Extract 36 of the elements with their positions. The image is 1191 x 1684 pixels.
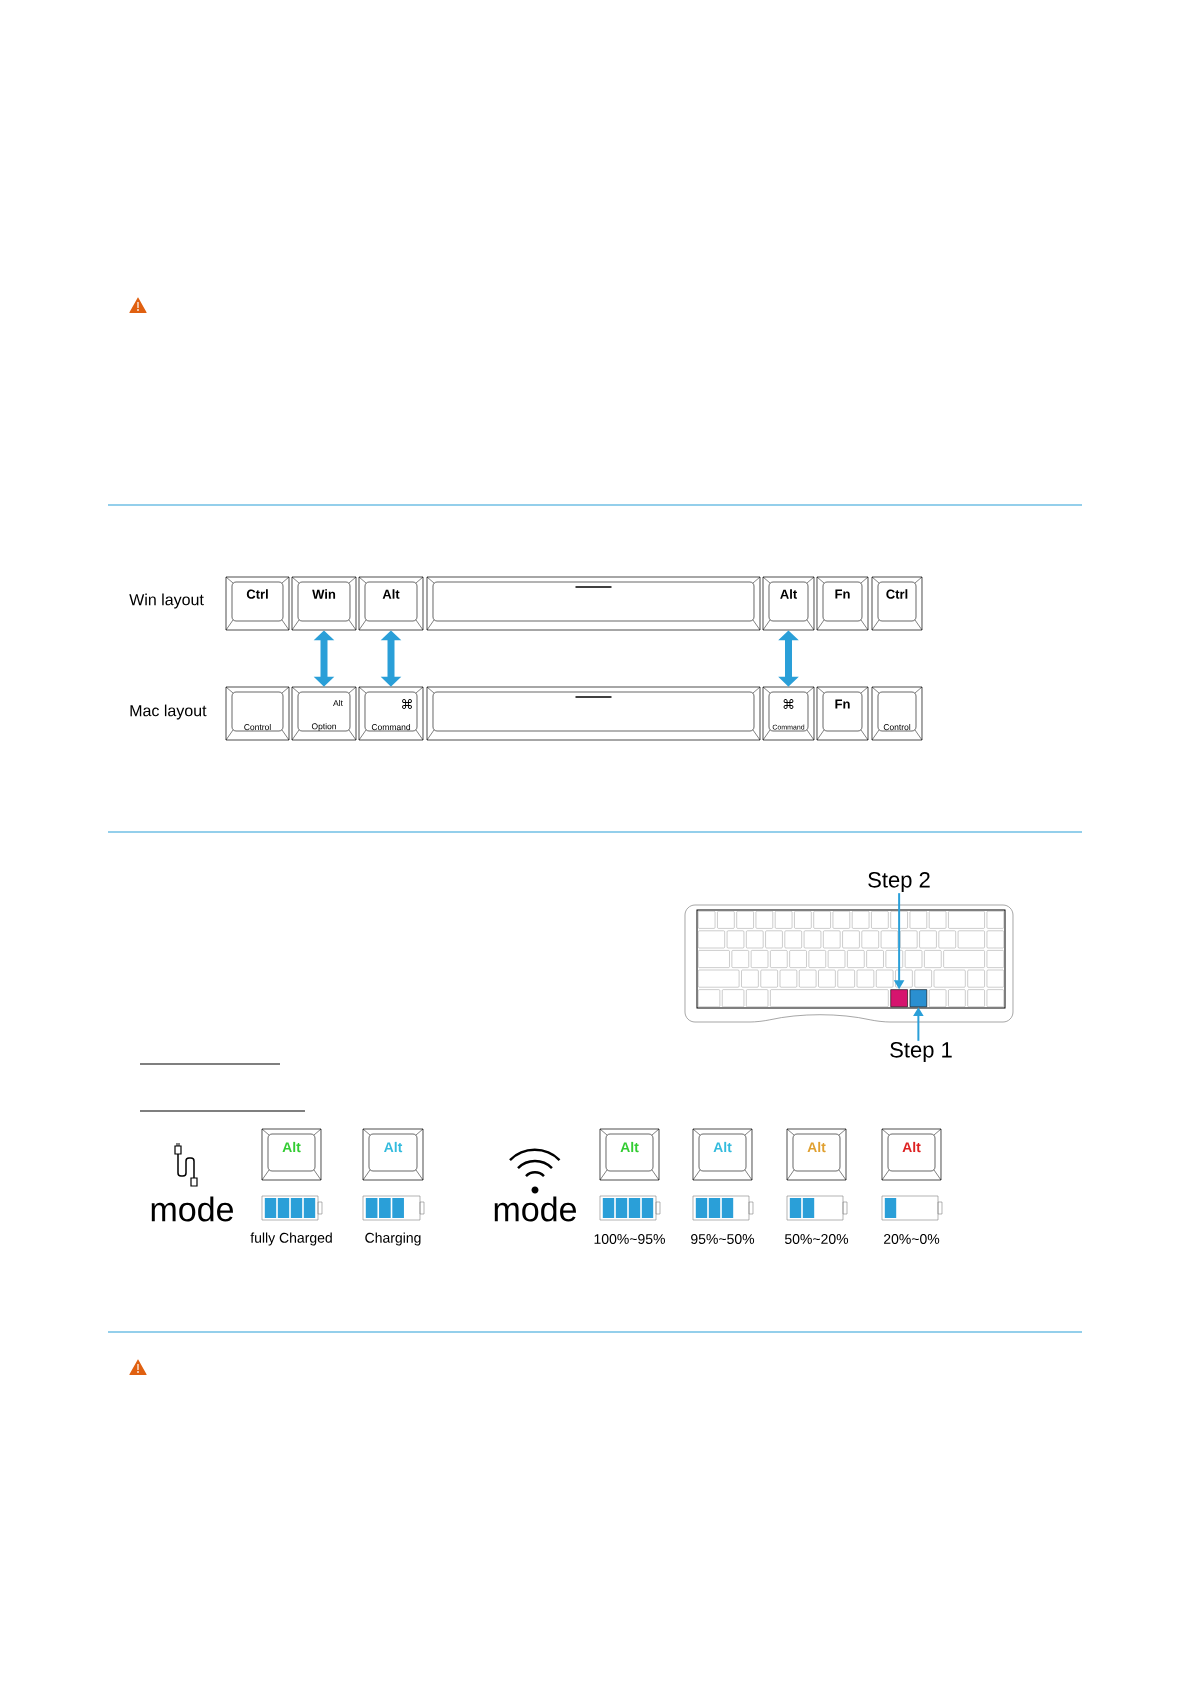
keycap: Alt [762, 576, 815, 631]
keycap: Fn [816, 576, 869, 631]
keycap: Alt Option [291, 686, 357, 741]
keycap: Control [225, 686, 290, 741]
layout-label: Win layout [129, 593, 204, 609]
label: 100%~95% [594, 1234, 665, 1244]
mode-label: mode [151, 1196, 233, 1222]
keycap: Alt [599, 1128, 660, 1181]
label: 95%~50% [691, 1234, 755, 1244]
mode-label: mode [494, 1196, 576, 1222]
highlighted-key [890, 989, 908, 1008]
layout-label: Mac layout [130, 704, 207, 720]
label: Charging [365, 1232, 421, 1246]
keycap: Alt [692, 1128, 753, 1181]
keycap: Control [871, 686, 923, 741]
keycap: Alt [358, 576, 424, 631]
step-label: Step 2 [868, 872, 930, 892]
label: 50%~20% [784, 1234, 849, 1244]
arrow [380, 630, 402, 687]
keycap: Win [291, 576, 357, 631]
keycap: Ctrl [225, 576, 290, 631]
space-bar [426, 576, 761, 631]
keycap: Ctrl [871, 576, 923, 631]
keycap: ⌘ Command [358, 686, 424, 741]
keycap: Fn [816, 686, 869, 741]
label: 20%~0% [884, 1234, 940, 1244]
keycap: Alt [362, 1128, 424, 1181]
step-label: Step 1 [890, 1042, 952, 1062]
keycap: Alt [786, 1128, 847, 1181]
keycap: Alt [881, 1128, 942, 1181]
label: fully Charged [250, 1232, 332, 1246]
arrow [313, 630, 335, 687]
highlighted-key [909, 989, 928, 1008]
space-bar [426, 686, 761, 741]
keycap: Alt [261, 1128, 322, 1181]
arrow [778, 630, 799, 687]
